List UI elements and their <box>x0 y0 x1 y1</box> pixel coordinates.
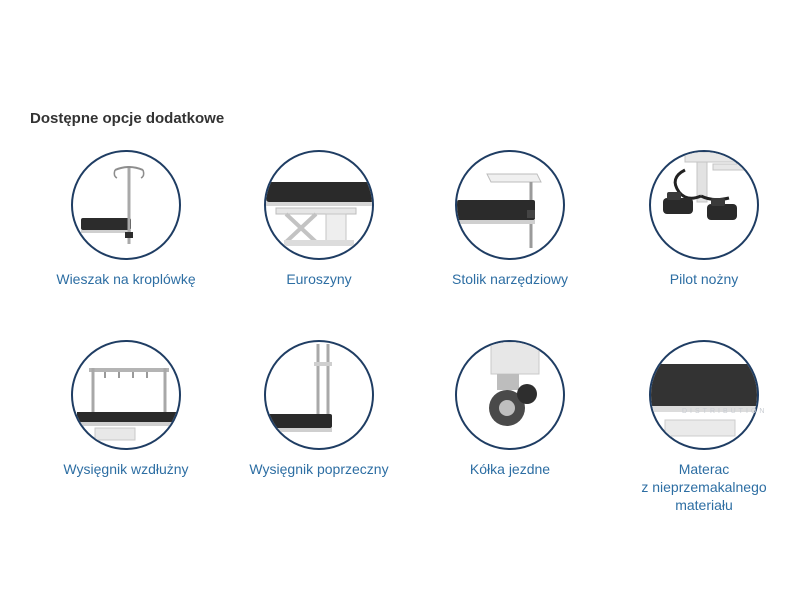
option-label: Wieszak na kroplówkę <box>56 271 196 287</box>
option-label: Kółka jezdne <box>469 461 551 477</box>
option-transverse-boom[interactable]: Wysięgnik poprzeczny <box>229 340 409 478</box>
option-label: Wysięgnik poprzeczny <box>249 461 389 477</box>
foot-control-icon <box>649 150 759 260</box>
euro-rails-icon <box>264 150 374 260</box>
option-label: Euroszyny <box>286 271 352 287</box>
section-heading: Dostępne opcje dodatkowe <box>30 110 225 127</box>
option-label: Stolik narzędziowy <box>452 271 568 287</box>
option-mattress[interactable]: Materac z nieprzemakalnego materiału <box>614 340 794 514</box>
instrument-tray-icon <box>455 150 565 260</box>
option-iv-pole[interactable]: Wieszak na kroplówkę <box>36 150 216 288</box>
option-instrument-tray[interactable]: Stolik narzędziowy <box>420 150 600 288</box>
watermark: DISTRIBUTION <box>682 408 768 415</box>
option-caster-wheels[interactable]: Kółka jezdne <box>420 340 600 478</box>
longitudinal-boom-icon <box>71 340 181 450</box>
mattress-icon <box>649 340 759 450</box>
option-label: Materac z nieprzemakalnego materiału <box>641 461 767 513</box>
caster-wheels-icon <box>455 340 565 450</box>
option-euro-rails[interactable]: Euroszyny <box>229 150 409 288</box>
option-longitudinal-boom[interactable]: Wysięgnik wzdłużny <box>36 340 216 478</box>
option-label: Wysięgnik wzdłużny <box>63 461 189 477</box>
option-foot-control[interactable]: Pilot nożny <box>614 150 794 288</box>
iv-pole-icon <box>71 150 181 260</box>
option-label: Pilot nożny <box>669 271 739 287</box>
transverse-boom-icon <box>264 340 374 450</box>
